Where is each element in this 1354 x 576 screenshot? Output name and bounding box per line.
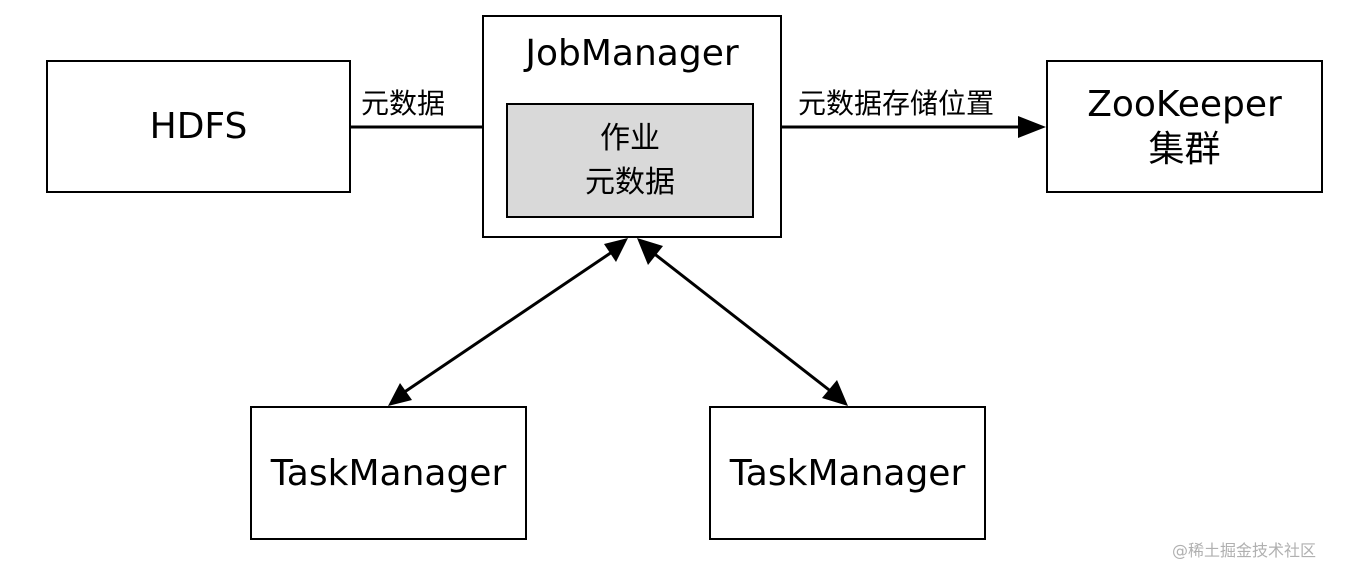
job-metadata-box: 作业 元数据 — [506, 103, 754, 218]
arrowhead-jm-left — [604, 238, 628, 262]
arrowhead-jm-right — [637, 238, 663, 265]
hdfs-node: HDFS — [46, 60, 351, 193]
taskmanager-left-node: TaskManager — [250, 406, 527, 540]
arrowhead-zookeeper — [1018, 116, 1046, 138]
zookeeper-node: ZooKeeper 集群 — [1046, 60, 1323, 193]
job-metadata-line2: 元数据 — [585, 164, 675, 200]
zookeeper-label-line1: ZooKeeper — [1087, 83, 1282, 125]
edge-label-metadata: 元数据 — [361, 87, 446, 120]
jobmanager-label: JobManager — [525, 33, 739, 74]
taskmanager-right-label: TaskManager — [729, 452, 966, 494]
hdfs-label: HDFS — [149, 106, 248, 147]
job-metadata-line1: 作业 — [600, 121, 660, 156]
taskmanager-right-node: TaskManager — [709, 406, 986, 540]
edge-jm-taskmanager-right — [651, 250, 834, 395]
edge-jm-taskmanager-left — [402, 250, 613, 395]
taskmanager-left-label: TaskManager — [270, 452, 507, 494]
jobmanager-node: JobManager 作业 元数据 — [482, 15, 782, 238]
zookeeper-label-line2: 集群 — [1148, 128, 1221, 170]
watermark: @稀土掘金技术社区 — [1172, 541, 1317, 560]
arrowhead-taskmanager-right — [822, 380, 848, 406]
edge-label-metadata-location: 元数据存储位置 — [798, 87, 995, 120]
arrowhead-taskmanager-left — [388, 383, 412, 406]
